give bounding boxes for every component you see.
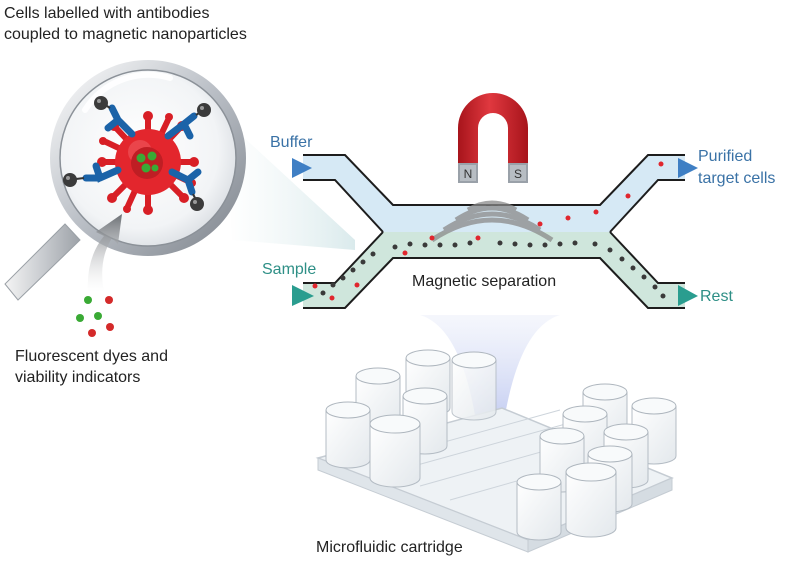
nontarget-cells [320, 240, 666, 299]
magnetic-field-lines [430, 200, 554, 243]
cartridge-icon [315, 349, 677, 553]
rest-label: Rest [700, 288, 733, 305]
magnet-south-label: S [514, 167, 522, 181]
purified-outlet-arrow [678, 158, 698, 178]
dye-dots [76, 296, 114, 337]
rest-outlet-arrow [678, 285, 698, 306]
sample-inlet-arrow [292, 285, 314, 306]
magnet-north-label: N [464, 167, 473, 181]
cells-caption-line1: Cells labelled with antibodies [4, 5, 210, 22]
buffer-label: Buffer [270, 134, 313, 151]
dye-uptake-arrow [87, 214, 122, 292]
well [369, 414, 421, 488]
well [451, 351, 497, 421]
dyes-caption-line1: Fluorescent dyes and [15, 348, 168, 365]
dyes-caption-line2: viability indicators [15, 369, 141, 386]
magnet-icon: N S [458, 93, 528, 183]
antibody-particle [164, 103, 211, 140]
antibody-particle [63, 162, 122, 187]
well [516, 473, 562, 541]
purified-label-line2: target cells [698, 170, 776, 187]
buffer-inlet-arrow [292, 158, 312, 178]
antibody-particle [168, 168, 204, 211]
zoom-cone [225, 120, 355, 250]
sample-label: Sample [262, 261, 317, 278]
target-cells [312, 161, 664, 301]
cells-caption-line2: coupled to magnetic nanoparticles [4, 26, 247, 43]
well [565, 462, 617, 538]
well [325, 401, 371, 469]
antibody-particle [94, 96, 136, 138]
magnetic-separation-label: Magnetic separation [412, 273, 557, 290]
purified-label-line1: Purified [698, 148, 753, 165]
cartridge-label: Microfluidic cartridge [316, 539, 463, 556]
